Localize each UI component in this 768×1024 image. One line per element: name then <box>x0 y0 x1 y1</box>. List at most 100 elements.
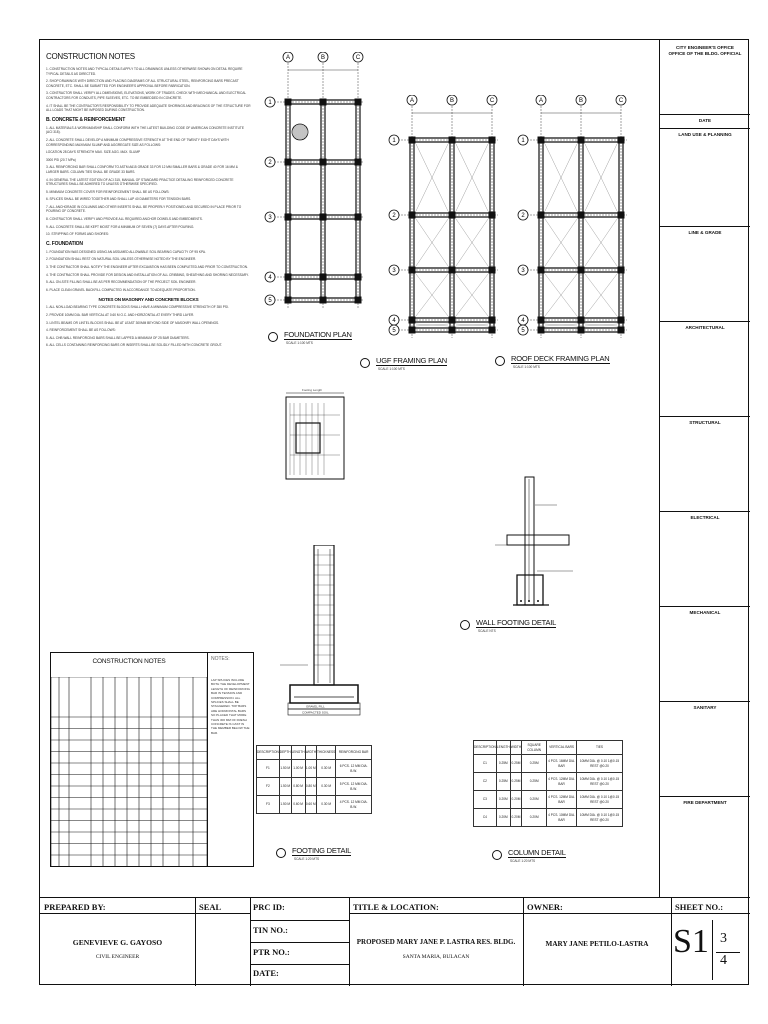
grid-label: 3 <box>392 268 396 274</box>
office-name-2: OFFICE OF THE BLDG. OFFICIAL <box>668 51 742 56</box>
schedule-cell: 10MM DIA. @ 0.10 1@0.15 REST @0.20 <box>576 772 623 791</box>
grid-bubble <box>575 95 587 106</box>
grid-label: A <box>286 55 290 61</box>
lap-notes-text: LAP SPLICES INCLUDE BOTH THE DEVELOPMENT… <box>211 678 251 735</box>
grid-label: B <box>450 98 454 104</box>
note-item: 5. MINIMUM CONCRETE COVER FOR REINFORCEM… <box>46 189 170 194</box>
grid-bubble <box>282 52 294 63</box>
note-item: 3. CONTRACTOR SHALL VERIFY ALL DIMENSION… <box>46 91 247 100</box>
approval-row-line <box>660 701 750 702</box>
construction-notes: CONSTRUCTION NOTES 1. CONSTRUCTION NOTES… <box>46 52 251 632</box>
schedule-cell: 4 PCS. 12MM DIA. BAR <box>546 790 577 809</box>
approval-row-line <box>660 321 750 322</box>
column-detail-scale: SCALE 1:20 MTS <box>510 859 536 863</box>
grid-label: 4 <box>268 275 272 281</box>
schedule-cell: 0.25M <box>509 772 523 791</box>
footing-length-text: Footing Length <box>302 388 322 392</box>
schedule-cell: 0.80 M <box>290 777 306 796</box>
grid-bubble <box>446 95 458 106</box>
grid-bubble <box>388 209 400 221</box>
approval-row-label: FIRE DEPARTMENT <box>683 800 727 805</box>
approval-block: CITY ENGINEER'S OFFICE OFFICE OF THE BLD… <box>660 40 750 897</box>
schedule-cell: 0.25M <box>495 754 511 773</box>
lap-table-notes: NOTES: LAP SPLICES INCLUDE BOTH THE DEVE… <box>208 652 254 867</box>
schedule-cell: 0.30 M <box>315 795 337 814</box>
schedule-cell: 4 PCS. 16MM DIA. BAR <box>546 754 577 773</box>
drawing-sheet: CONSTRUCTION NOTES 1. CONSTRUCTION NOTES… <box>39 39 750 986</box>
foundation-plan-scale: SCALE 1:100 MTS <box>286 341 313 345</box>
foundation-plan-title: FOUNDATION PLAN <box>284 330 352 340</box>
grid-bubble <box>535 95 547 106</box>
note-item: 4. THE CONTRACTOR SHALL PROVIDE FOR DESI… <box>46 272 249 277</box>
schedule-cell: 1.00 M <box>290 759 306 778</box>
lap-splice-table: CONSTRUCTION NOTES <box>50 652 208 867</box>
title-block-header-line-2 <box>349 913 750 914</box>
lap-notes-label: NOTES: <box>211 656 230 662</box>
note-item: 4. IT SHALL BE THE CONTRACTOR'S RESPONSI… <box>46 103 251 113</box>
notes-masonry: 1. ALL NON-LOAD BEARING TYPE CONCRETE BL… <box>46 305 251 348</box>
approval-row-label: STRUCTURAL <box>689 420 721 425</box>
notes-section-c: C. FOUNDATION <box>46 240 83 247</box>
wall-footing-scale: SCALE NTS <box>478 629 496 633</box>
ptr-label: PTR NO.: <box>253 947 290 957</box>
masonry-title: NOTES ON MASONRY AND CONCRETE BLOCKS <box>98 297 199 303</box>
schedule-cell: 0.60 M <box>290 795 306 814</box>
note-item: 2. PROVIDE 10MM DIA. BAR VERTICAL AT 0.6… <box>46 313 195 317</box>
note-item: 1. ALL NON-LOAD BEARING TYPE CONCRETE BL… <box>46 305 229 310</box>
grid-bubble <box>406 95 418 106</box>
grid-bubble <box>352 52 364 63</box>
grid-label: 5 <box>392 328 396 334</box>
note-item: 8. CONTRACTOR SHALL VERIFY AND PROVIDE A… <box>46 217 203 222</box>
grid-bubble <box>264 156 276 168</box>
grid-label: 3 <box>268 215 272 221</box>
schedule-cell: 0.20M <box>509 790 523 809</box>
grid-label: 3 <box>521 268 525 274</box>
approval-date-line <box>660 114 750 115</box>
prepared-by-label: PREPARED BY: <box>44 902 106 912</box>
approval-row-label: ELECTRICAL <box>690 515 720 520</box>
tb-row-date <box>250 964 349 965</box>
schedule-cell: 0.25M <box>521 772 548 791</box>
schedule-header-cell: WIDTH <box>304 745 318 760</box>
note-item: 3. THE CONTRACTOR SHALL NOTIFY THE ENGIN… <box>46 265 248 270</box>
note-item: 2. FOUNDATION SHALL REST ON NATURAL SOIL… <box>46 257 197 262</box>
note-item: 10. STRIPPING OF FORMS AND SHORES: <box>46 232 109 237</box>
grid-bubble <box>517 134 529 146</box>
owner-label: OWNER: <box>527 902 563 912</box>
note-item: 3. LINTEL BEAMS OR LINTEL BLOCKS SHALL B… <box>46 320 220 325</box>
note-item: 4. REINFORCEMENT SHALL BE AS FOLLOWS: <box>46 328 116 333</box>
grid-label: C <box>356 55 361 61</box>
project-title: PROPOSED MARY JANE P. LASTRA RES. BLDG. <box>356 938 516 946</box>
note-item: 1. ALL MATERIALS & WORKMANSHIP SHALL CON… <box>46 125 245 135</box>
footing-section-drawing: GRAVEL FILL COMPACTED SOIL <box>280 545 361 716</box>
grid-label: 5 <box>521 328 525 334</box>
approval-row-label: LINE & GRADE <box>688 230 722 235</box>
schedule-cell: 0.80 M <box>304 777 318 796</box>
note-item: 5. ALL ON-SITE FILLING SHALL BE AS PER R… <box>46 280 197 285</box>
grid-label: 2 <box>521 213 525 219</box>
tin-label: TIN NO.: <box>253 925 288 935</box>
wall-footing-section-drawing <box>495 476 573 606</box>
notes-foundation: 1. FOUNDATION WAS DESIGNED USING AN ASSU… <box>46 250 251 293</box>
schedule-header-cell: LENGTH <box>495 740 511 755</box>
grid-bubble <box>615 95 627 106</box>
schedule-header-cell: DESCRIPTION <box>256 745 280 760</box>
project-location: SANTA MARIA, BULACAN <box>402 954 470 960</box>
note-item: 5. ALL CHB WALL REINFORCING BARS SHALL B… <box>46 335 190 340</box>
tb-div-5 <box>671 897 672 986</box>
grid-bubble <box>264 211 276 223</box>
section-marker-icon <box>460 620 470 630</box>
notes-title: CONSTRUCTION NOTES <box>46 52 135 61</box>
schedule-cell: 0.25M <box>495 772 511 791</box>
schedule-cell: 0.25M <box>521 754 548 773</box>
note-item: 1. FOUNDATION WAS DESIGNED USING AN ASSU… <box>46 249 206 254</box>
roof-plan-scale: SCALE 1:100 MTS <box>513 365 540 369</box>
note-item: 2. SHOP DRAWINGS WITH DIRECTION AND PLAC… <box>46 79 239 88</box>
schedule-cell: 6 PCS. 12 MM DIA. B.W. <box>335 759 372 778</box>
